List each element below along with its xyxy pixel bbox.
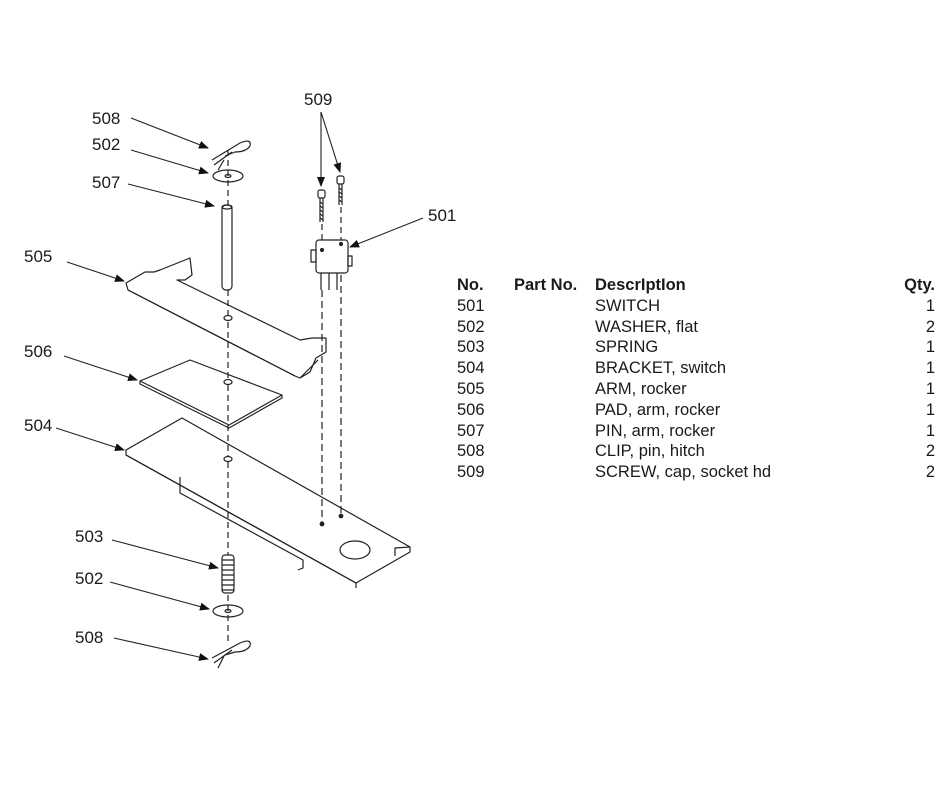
cell-no: 508 (457, 442, 485, 461)
cell-qty: 1 (925, 296, 935, 315)
header-qty: Qty. (904, 276, 935, 294)
leader-503 (111, 539, 219, 570)
cell-description: WASHER, flat (595, 317, 698, 336)
table-header-row: No. Part No. DescrIptIon Qty. (457, 275, 935, 296)
cell-qty: 1 (925, 400, 935, 419)
cell-description: SPRING (595, 338, 659, 357)
rocker-arm (125, 257, 327, 379)
callout-504: 504 (24, 416, 52, 435)
cell-part-no (514, 337, 595, 358)
table-row: 505 ARM, rocker 1 (457, 379, 935, 400)
cell-no: 503 (457, 338, 485, 357)
callout-506: 506 (24, 342, 52, 361)
cell-no: 507 (457, 421, 485, 440)
header-part-no: Part No. (514, 276, 578, 294)
parts-list-table: No. Part No. DescrIptIon Qty. 501 SWITCH 1… (457, 275, 935, 483)
cell-no: 504 (457, 359, 485, 378)
rocker-arm-pad (139, 359, 283, 429)
cell-part-no (514, 296, 595, 317)
cell-no: 502 (457, 317, 485, 336)
cell-qty: 1 (925, 379, 935, 398)
switch (310, 239, 353, 290)
callout-503: 503 (75, 527, 103, 546)
cell-no: 501 (457, 296, 485, 315)
cell-no: 506 (457, 400, 485, 419)
callout-502-bottom: 502 (75, 569, 103, 588)
table-row: 509 SCREW, cap, socket hd 2 (457, 462, 935, 483)
cell-qty: 1 (925, 421, 935, 440)
leader-505 (66, 261, 125, 282)
rocker-arm-pin (221, 204, 233, 291)
callout-509: 509 (304, 90, 332, 109)
socket-head-cap-screws (317, 175, 345, 222)
table-row: 503 SPRING 1 (457, 337, 935, 358)
table-row: 504 BRACKET, switch 1 (457, 358, 935, 379)
callout-505: 505 (24, 247, 52, 266)
cell-no: 505 (457, 379, 485, 398)
leader-507 (127, 183, 215, 208)
cell-part-no (514, 462, 595, 483)
switch-bracket (125, 417, 411, 588)
callout-502-top: 502 (92, 135, 120, 154)
cell-qty: 2 (925, 442, 935, 461)
cell-part-no (514, 379, 595, 400)
cell-part-no (514, 441, 595, 462)
header-no: No. (457, 276, 484, 294)
leader-lines (55, 111, 424, 661)
leader-509-b (320, 111, 342, 173)
leader-508-bottom (113, 637, 209, 661)
table-row: 508 CLIP, pin, hitch 2 (457, 441, 935, 462)
cell-description: BRACKET, switch (595, 359, 727, 378)
table-row: 506 PAD, arm, rocker 1 (457, 400, 935, 421)
cell-part-no (514, 317, 595, 338)
table-row: 507 PIN, arm, rocker 1 (457, 421, 935, 442)
cell-qty: 2 (925, 463, 935, 482)
table-row: 501 SWITCH 1 (457, 296, 935, 317)
leader-504 (55, 427, 125, 452)
cell-part-no (514, 421, 595, 442)
leader-502-bottom (109, 581, 210, 611)
cell-part-no (514, 400, 595, 421)
callout-507: 507 (92, 173, 120, 192)
cell-qty: 1 (925, 359, 935, 378)
header-description: DescrIptIon (595, 276, 686, 294)
cell-part-no (514, 358, 595, 379)
callout-501: 501 (428, 206, 456, 225)
leader-502-top (130, 149, 209, 175)
leader-506 (63, 355, 138, 381)
cell-description: SWITCH (595, 296, 661, 315)
callout-508-top: 508 (92, 109, 120, 128)
table-row: 502 WASHER, flat 2 (457, 317, 935, 338)
cell-qty: 2 (925, 317, 935, 336)
leader-501 (349, 217, 424, 248)
cell-description: PAD, arm, rocker (595, 400, 721, 419)
hitch-clip-top (211, 140, 251, 171)
cell-description: PIN, arm, rocker (595, 421, 716, 440)
hitch-clip-bottom (211, 640, 251, 669)
callout-508-bottom: 508 (75, 628, 103, 647)
cell-description: SCREW, cap, socket hd (595, 463, 772, 482)
flat-washer-bottom (212, 604, 244, 618)
cell-description: ARM, rocker (595, 379, 687, 398)
cell-qty: 1 (925, 338, 935, 357)
spring (221, 554, 235, 594)
cell-no: 509 (457, 463, 485, 482)
leader-508-top (130, 117, 209, 149)
cell-description: CLIP, pin, hitch (595, 442, 705, 461)
